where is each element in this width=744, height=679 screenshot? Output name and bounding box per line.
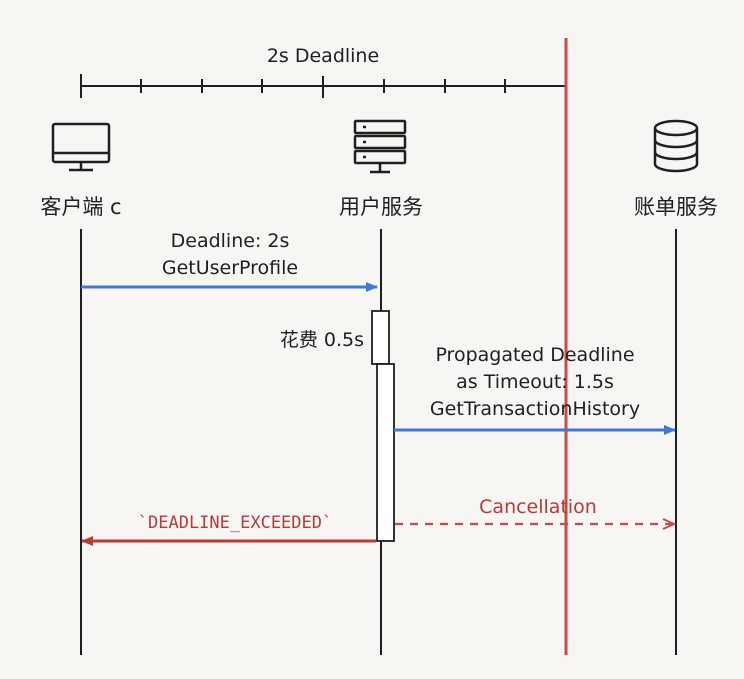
deadline-ruler: 2s Deadline — [80, 45, 566, 98]
account-service-label: 账单服务 — [634, 195, 718, 219]
server-icon — [353, 119, 407, 174]
activation-box-waiting — [376, 363, 395, 542]
monitor-icon — [51, 122, 111, 172]
deadline-label: 2s Deadline — [267, 45, 379, 67]
deadline-exceeded-label: `DEADLINE_EXCEEDED` — [138, 513, 332, 533]
client-label: 客户端 c — [40, 195, 121, 219]
cancellation-label: Cancellation — [479, 496, 597, 518]
time-spent-label: 花费 0.5s — [280, 329, 364, 351]
request-1-method-label: GetUserProfile — [162, 257, 298, 279]
request-1-deadline-label: Deadline: 2s — [171, 230, 290, 252]
database-icon — [653, 119, 699, 173]
request-2-method-label: GetTransactionHistory — [430, 398, 640, 420]
request-2-propagated-label: Propagated Deadline — [435, 344, 634, 366]
activation-box-processing — [371, 310, 390, 365]
request-2-timeout-label: as Timeout: 1.5s — [456, 371, 614, 393]
user-service-label: 用户服务 — [339, 195, 423, 219]
